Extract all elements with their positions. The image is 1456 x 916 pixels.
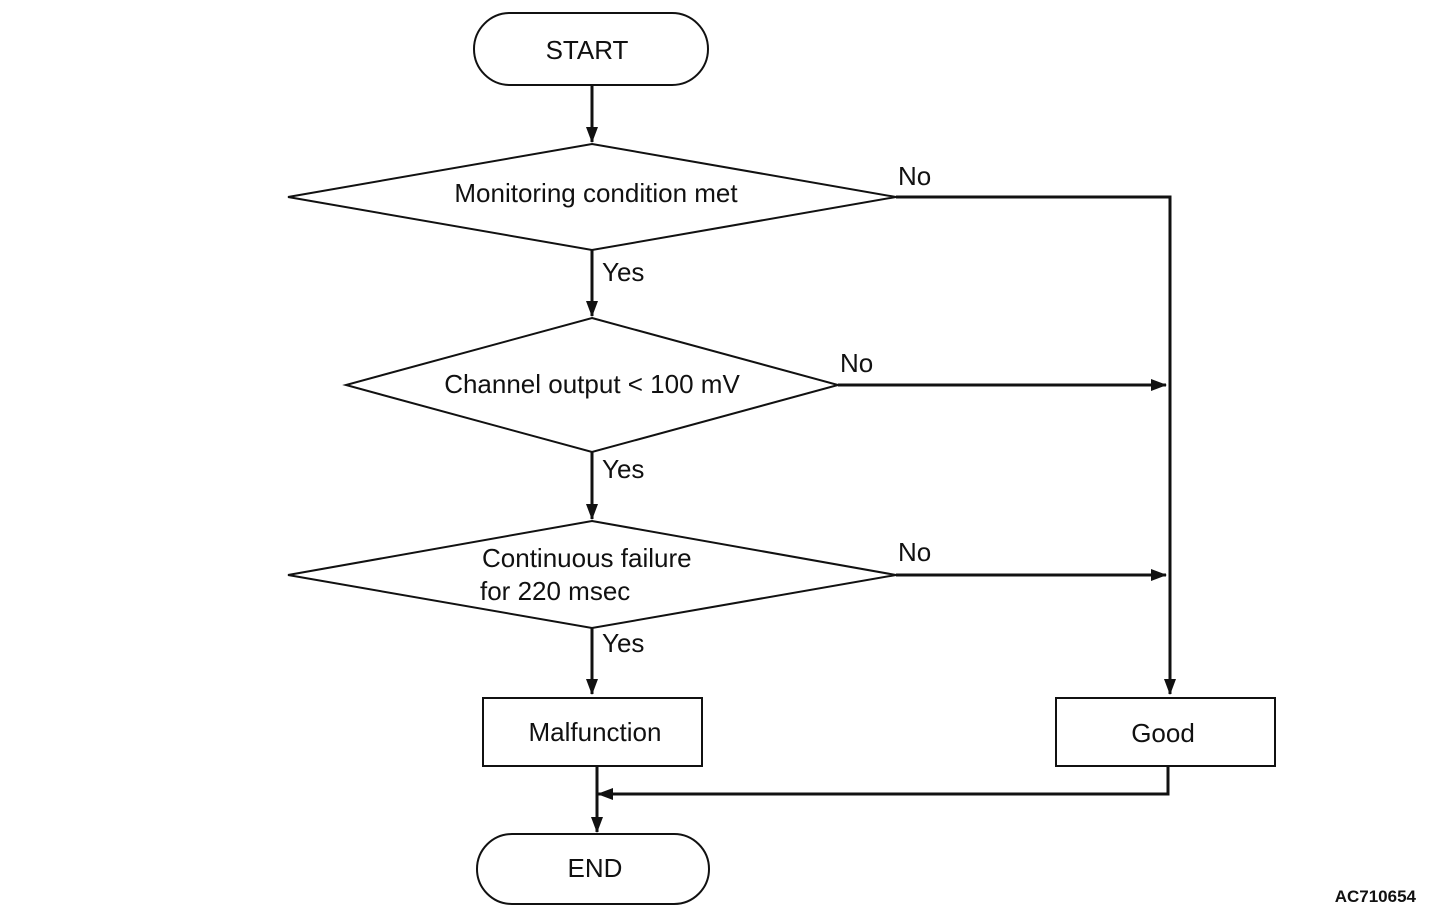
start-terminal	[473, 12, 709, 86]
yes-label-channel: Yes	[602, 454, 644, 484]
decision-monitoring-condition	[287, 142, 897, 252]
good-box	[1055, 697, 1276, 767]
decision-continuous-failure	[287, 519, 897, 630]
start-label: START	[546, 35, 629, 65]
yes-label-monitoring: Yes	[602, 257, 644, 287]
yes-label-continuous: Yes	[602, 628, 644, 658]
decision-continuous-label-line2: for 220 msec	[480, 576, 630, 606]
decision-continuous-label-line1: Continuous failure	[482, 543, 692, 573]
no-label-monitoring: No	[898, 161, 931, 191]
reference-code: AC710654	[1335, 887, 1417, 906]
no-label-continuous: No	[898, 537, 931, 567]
decision-channel-label: Channel output < 100 mV	[444, 369, 740, 399]
connectors	[586, 86, 1176, 833]
end-terminal	[476, 833, 710, 905]
no-label-channel: No	[840, 348, 873, 378]
malfunction-label: Malfunction	[529, 717, 662, 747]
good-label: Good	[1131, 718, 1195, 748]
connector-good-to-merge	[597, 766, 1170, 800]
decision-channel-output	[342, 316, 842, 454]
end-label: END	[568, 853, 623, 883]
decision-monitoring-label: Monitoring condition met	[454, 178, 738, 208]
malfunction-box	[482, 697, 703, 767]
connector-monitoring-no	[896, 195, 1176, 695]
